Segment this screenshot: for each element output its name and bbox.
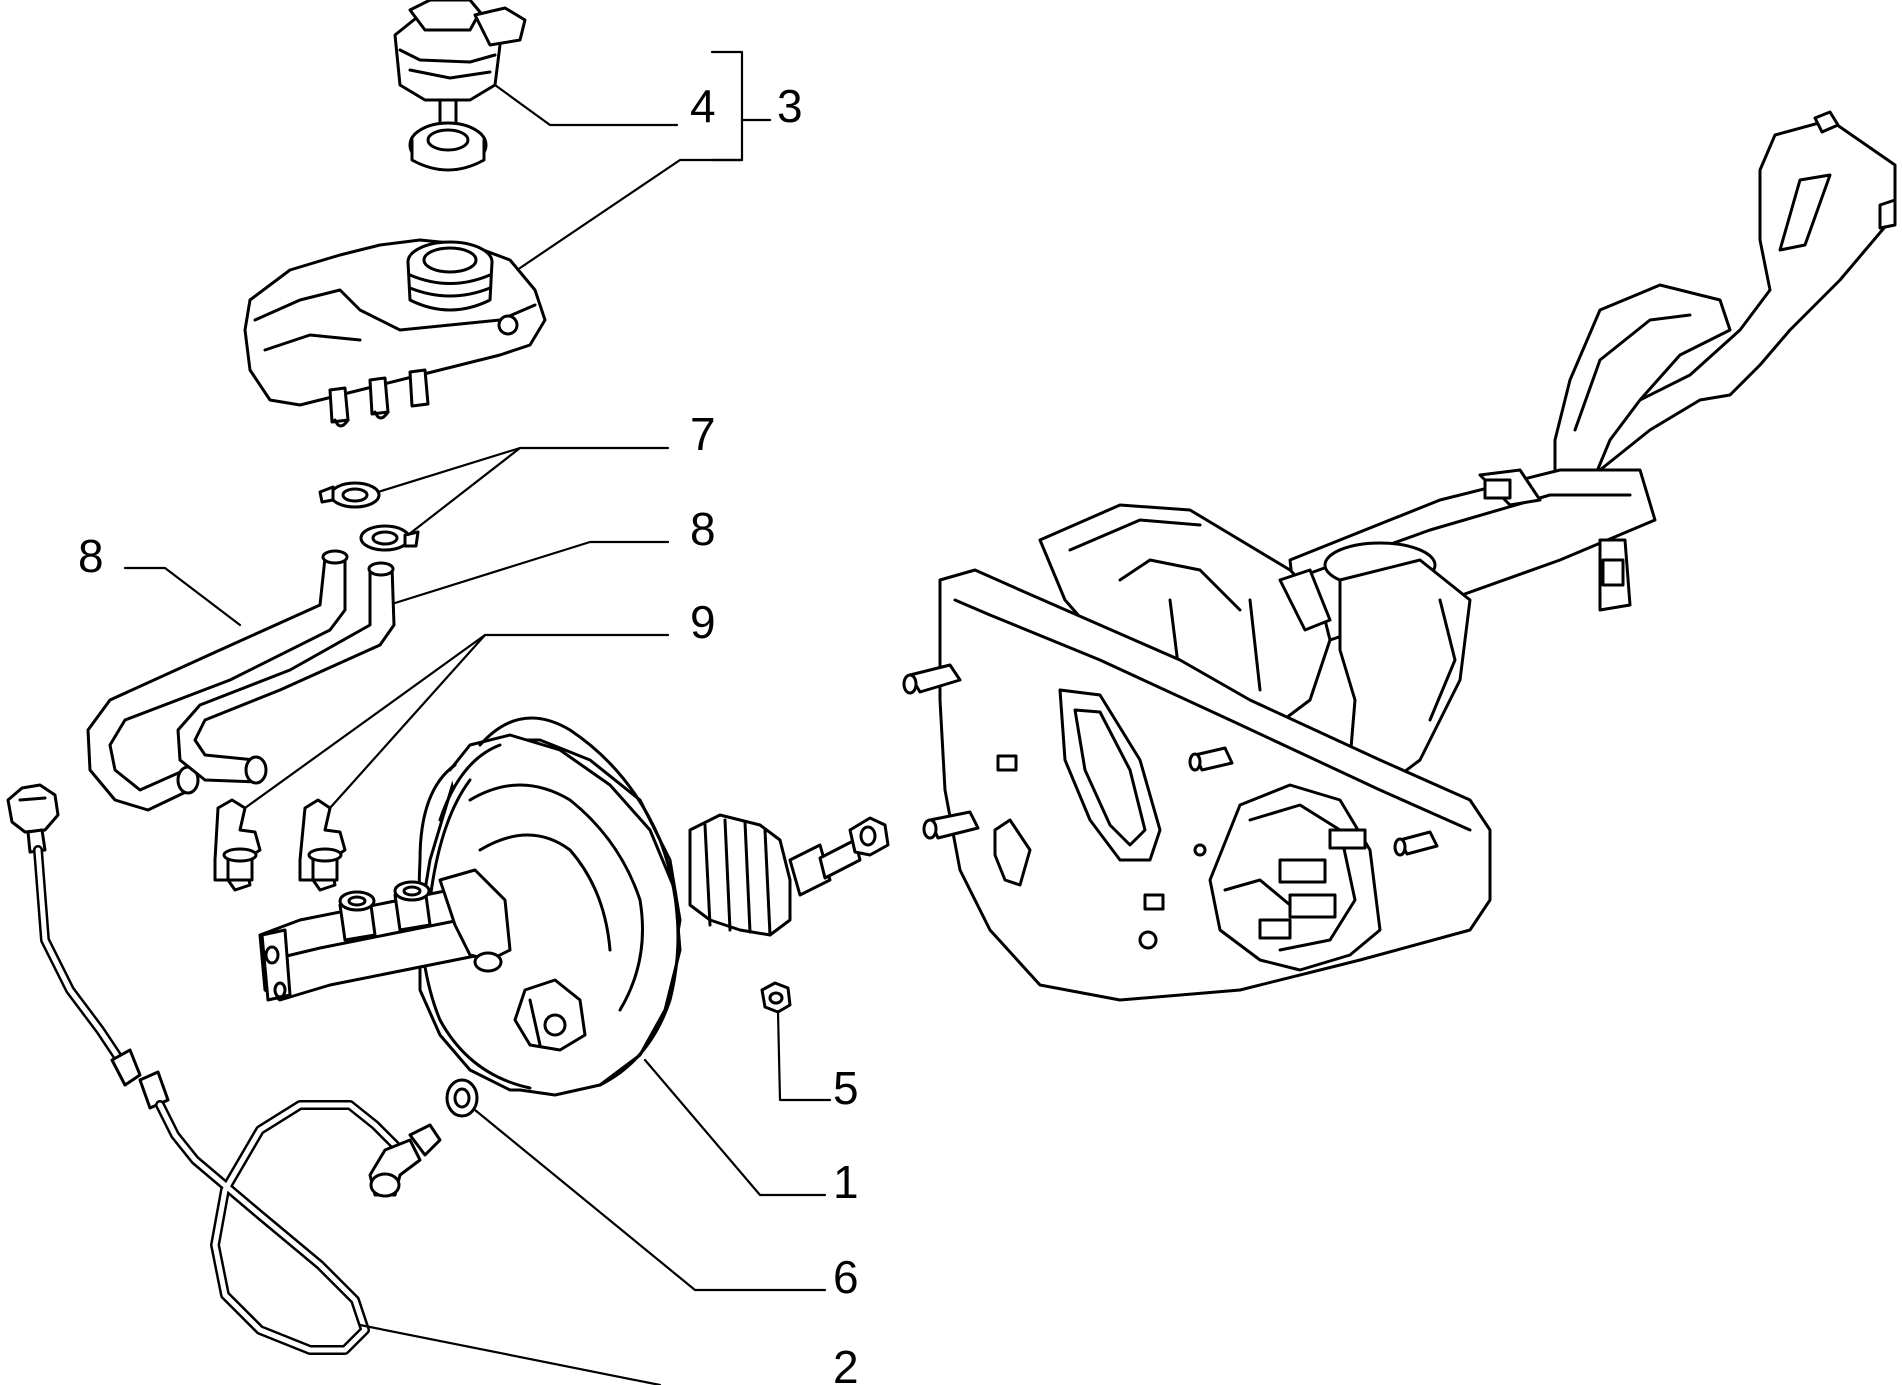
reservoir-cap-with-sensor: [393, 0, 527, 172]
pedal-bracket-assembly: [1288, 110, 1897, 792]
washer: [445, 1078, 479, 1118]
callout-2: 2: [833, 1341, 859, 1385]
union-grommet-left: [213, 798, 262, 892]
leader-8-left: [123, 566, 242, 627]
callout-6: 6: [833, 1251, 859, 1303]
vacuum-sensor-cable: [6, 783, 442, 1355]
leader-1: [643, 1058, 827, 1197]
leader-7b: [406, 446, 522, 537]
callout-1: 1: [833, 1156, 859, 1208]
leader-2: [358, 1323, 662, 1385]
callout-8-right: 8: [690, 503, 716, 555]
leader-3: [518, 158, 744, 270]
callout-7: 7: [690, 408, 716, 460]
callout-8-left: 8: [78, 530, 104, 582]
hose-clip-upper: [318, 481, 381, 509]
callout-5: 5: [833, 1062, 859, 1114]
callout-3: 3: [777, 80, 803, 132]
leader-4: [493, 83, 679, 127]
brake-booster: [417, 716, 682, 1097]
brake-fluid-reservoir: [243, 238, 547, 428]
leader-9b: [328, 633, 487, 810]
leader-lines: [123, 50, 832, 1385]
leader-7: [376, 446, 670, 494]
leader-8-right: [393, 540, 670, 605]
union-grommet-right: [298, 798, 347, 892]
leader-5: [776, 1010, 832, 1102]
hose-clip-lower: [359, 524, 420, 552]
hose-right: [176, 561, 396, 785]
firewall-bulkhead-plate: [902, 503, 1492, 1002]
master-cylinder: [258, 868, 512, 1002]
callout-9: 9: [690, 596, 716, 648]
booster-pushrod-bellows: [688, 813, 890, 937]
hose-left: [86, 549, 349, 812]
bracket-3: [710, 50, 744, 162]
leader-6: [473, 1108, 827, 1292]
callout-4: 4: [690, 80, 716, 132]
nut: [760, 981, 792, 1014]
